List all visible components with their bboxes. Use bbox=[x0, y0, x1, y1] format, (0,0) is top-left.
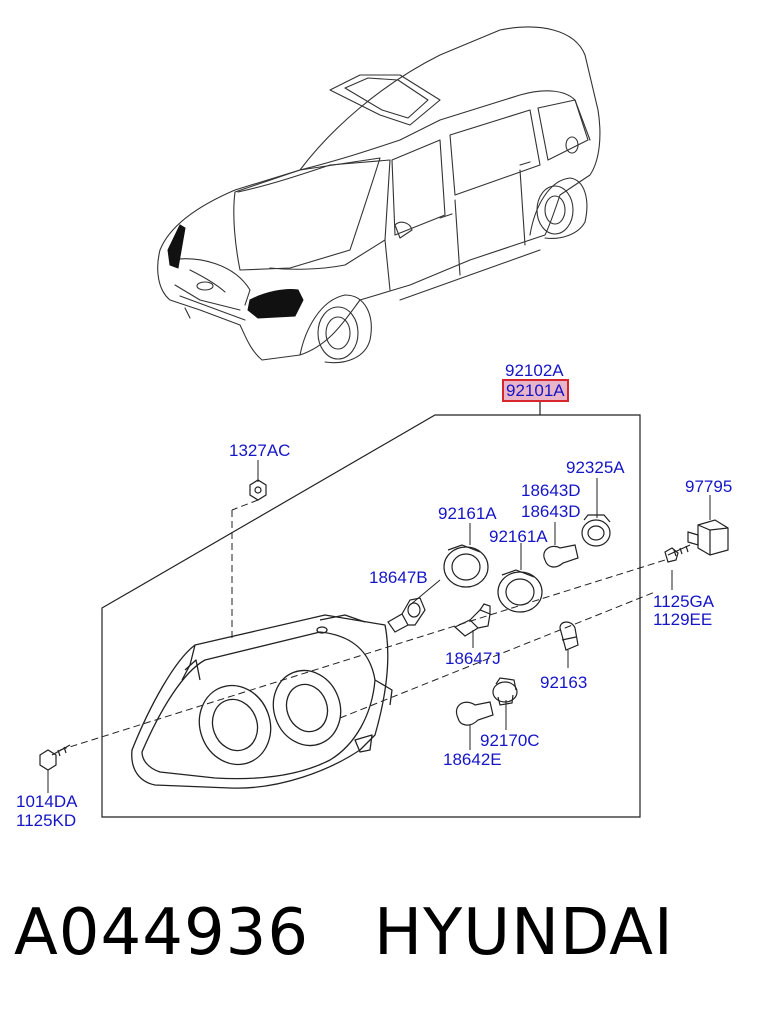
part-label-18647b[interactable]: 18647B bbox=[369, 568, 428, 587]
part-label-92163[interactable]: 92163 bbox=[540, 673, 588, 692]
bulb-18643d-icon bbox=[543, 544, 579, 568]
part-label-1014da[interactable]: 1014DA bbox=[16, 792, 78, 811]
part-label-1125ga[interactable]: 1125GA bbox=[653, 592, 715, 611]
part-label-18643d-alt[interactable]: 18643D bbox=[521, 502, 581, 521]
part-label-1129ee[interactable]: 1129EE bbox=[653, 610, 713, 629]
footer-part-number: A044936 bbox=[14, 896, 310, 970]
bolt-1014da-icon bbox=[39, 744, 71, 771]
part-label-1125kd[interactable]: 1125KD bbox=[16, 811, 77, 830]
socket-92170c-icon bbox=[492, 677, 518, 706]
assembly-box bbox=[101, 398, 641, 818]
bulb-18647j-icon bbox=[453, 603, 491, 637]
part-label-18643d[interactable]: 18643D bbox=[521, 481, 581, 500]
headlamp-assembly-icon bbox=[131, 614, 393, 789]
part-label-92161a-alt[interactable]: 92161A bbox=[489, 527, 548, 546]
bulb-18642e-icon bbox=[455, 701, 494, 726]
socket-92163-icon bbox=[559, 621, 579, 651]
nut-icon bbox=[249, 479, 267, 501]
socket-92325a-icon bbox=[581, 514, 611, 547]
headlight-highlight-right-icon bbox=[247, 289, 304, 319]
part-label-92325a[interactable]: 92325A bbox=[566, 458, 625, 477]
part-label-18642e[interactable]: 18642E bbox=[443, 750, 502, 769]
headlight-highlight-left-icon bbox=[167, 224, 186, 269]
part-label-92101a[interactable]: 92101A bbox=[502, 379, 569, 402]
part-label-92161a[interactable]: 92161A bbox=[438, 504, 497, 523]
part-label-97795[interactable]: 97795 bbox=[685, 477, 733, 496]
screw-1125ga-icon bbox=[664, 544, 691, 563]
leader-lines bbox=[59, 499, 666, 751]
leveling-actuator-icon bbox=[687, 519, 729, 556]
socket-cover-icon bbox=[443, 544, 543, 613]
bulb-18647b-icon bbox=[387, 597, 426, 633]
footer-brand: HYUNDAI bbox=[374, 896, 674, 970]
part-label-92102a[interactable]: 92102A bbox=[505, 361, 564, 380]
solid-leaders bbox=[47, 460, 711, 793]
part-label-18647j[interactable]: 18647J bbox=[445, 649, 501, 668]
part-label-1327ac[interactable]: 1327AC bbox=[229, 441, 291, 460]
car-illustration bbox=[157, 26, 601, 364]
part-label-92170c[interactable]: 92170C bbox=[480, 731, 540, 750]
